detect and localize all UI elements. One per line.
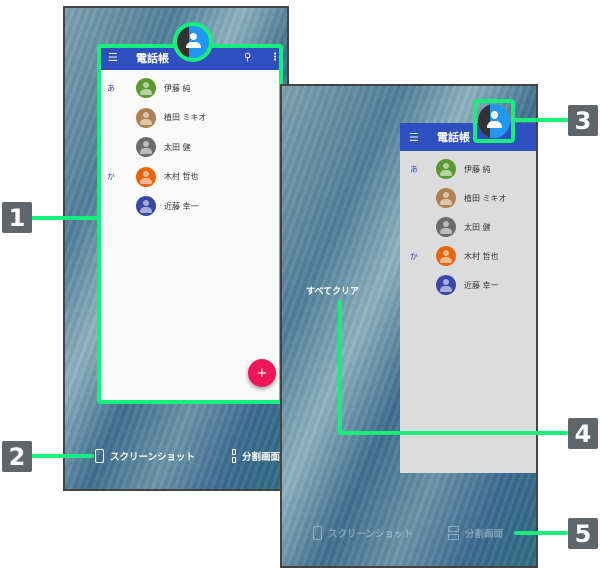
callout-badge-5: 5: [568, 518, 598, 549]
add-contact-fab[interactable]: +: [248, 359, 276, 387]
app-icon-avatar-dragged[interactable]: [478, 104, 510, 138]
app-title: 電話帳: [136, 51, 169, 65]
contact-name: 近藤 幸一: [464, 280, 499, 290]
contact-name: 太田 健: [464, 222, 491, 232]
contact-name: 伊藤 純: [164, 83, 191, 93]
app-card-contacts-dragged[interactable]: ☰ 電話帳 あ 伊藤 純植田 ミキオ太田 健か 木村 哲也近藤 幸一: [400, 123, 536, 473]
contact-avatar: [436, 217, 456, 237]
contact-avatar: [436, 159, 456, 179]
contact-list-item[interactable]: 植田 ミキオ: [100, 105, 280, 131]
contact-avatar: [136, 196, 156, 216]
screenshot-icon: [95, 449, 104, 463]
more-vert-icon[interactable]: ⋮: [270, 52, 280, 63]
contact-list-item[interactable]: 近藤 幸一: [400, 272, 536, 298]
contact-name: 太田 健: [164, 142, 191, 152]
contact-avatar: [136, 78, 156, 98]
callout-line-2: [30, 454, 94, 458]
contact-name: 伊藤 純: [464, 164, 491, 174]
callout-line-5: [514, 531, 568, 535]
phone-screen-right: ☰ 電話帳 あ伊藤 純植田 ミキオ太田 健か木村 哲也近藤 幸一 すべてクリア …: [280, 84, 538, 568]
callout-badge-1: 1: [2, 202, 32, 233]
contact-list-item[interactable]: 太田 健: [100, 134, 280, 160]
contact-list-item[interactable]: あ 伊藤 純: [100, 75, 280, 101]
split-screen-button[interactable]: 分割画面: [232, 449, 280, 463]
callout-line-4-vertical: [338, 300, 342, 435]
app-icon-avatar[interactable]: [173, 22, 213, 62]
split-screen-icon: [232, 449, 236, 463]
contact-avatar: [136, 107, 156, 128]
callout-badge-4: 4: [568, 418, 598, 449]
contact-avatar: [436, 275, 456, 295]
app-title: 電話帳: [437, 131, 470, 144]
contact-list-item[interactable]: 太田 健: [400, 214, 536, 240]
split-screen-icon: [448, 526, 459, 540]
app-header: ☰ 電話帳: [400, 123, 536, 151]
contact-list-item[interactable]: か 木村 哲也: [100, 164, 280, 190]
menu-icon[interactable]: ☰: [108, 51, 118, 64]
section-index-letter: か: [410, 251, 418, 261]
callout-line-1: [30, 216, 99, 220]
screenshot-button-disabled: スクリーンショット: [313, 526, 413, 540]
contact-name: 木村 哲也: [464, 251, 499, 261]
clear-all-button[interactable]: すべてクリア: [306, 287, 360, 297]
contact-name: 近藤 幸一: [164, 201, 199, 211]
section-index-letter: あ: [410, 164, 418, 174]
callout-line-3: [514, 118, 568, 122]
callout-badge-2: 2: [2, 441, 32, 472]
callout-line-4: [338, 431, 568, 435]
contact-list-item[interactable]: か 木村 哲也: [400, 243, 536, 269]
contact-avatar: [136, 166, 156, 187]
contact-list-item[interactable]: 近藤 幸一: [100, 193, 280, 219]
section-index-letter: か: [107, 172, 115, 181]
highlight-app-icon: [473, 99, 515, 143]
contact-avatar: [436, 188, 456, 208]
screenshot-button[interactable]: スクリーンショット: [95, 449, 195, 463]
app-card-contacts[interactable]: ☰ 電話帳 ⚲ ⋮ あ 伊藤 純植田 ミキオ太田 健か 木村 哲也近藤 幸一 +: [100, 45, 280, 401]
highlight-card: [97, 44, 283, 404]
contact-avatar: [436, 246, 456, 266]
section-index-letter: あ: [107, 83, 115, 93]
contact-list-item[interactable]: 植田 ミキオ: [400, 185, 536, 211]
callout-badge-3: 3: [568, 105, 598, 136]
menu-icon: ☰: [409, 130, 419, 144]
contact-name: 植田 ミキオ: [164, 113, 207, 122]
split-screen-drop-target[interactable]: 分割画面: [448, 526, 503, 540]
contact-avatar: [136, 137, 156, 157]
contact-name: 木村 哲也: [164, 172, 199, 181]
contact-name: 植田 ミキオ: [464, 193, 507, 203]
search-icon[interactable]: ⚲: [244, 52, 252, 63]
contact-list-item[interactable]: あ 伊藤 純: [400, 156, 536, 182]
screenshot-icon: [313, 526, 322, 540]
